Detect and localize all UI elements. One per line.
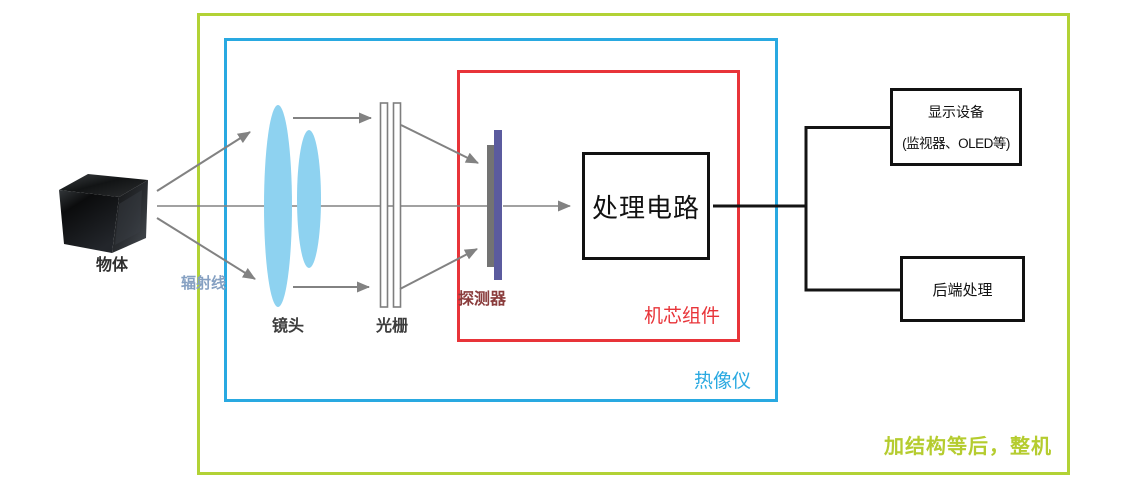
- processing-circuit-label: 处理电路: [591, 192, 700, 223]
- display-device-line1: 显示设备: [928, 103, 984, 120]
- cube-front-face: [59, 190, 119, 253]
- detector-bar: [494, 130, 502, 280]
- detector-label: 探测器: [458, 291, 507, 308]
- grating-slab-1: [379, 102, 389, 308]
- whole-machine-label: 加结构等后，整机: [884, 436, 1052, 458]
- thermal-imager-label: 热像仪: [694, 371, 752, 392]
- object-cube: [59, 174, 148, 253]
- grating-label: 光栅: [376, 318, 409, 335]
- grating-detector-lower-arrow: [399, 248, 478, 290]
- detector-substrate: [487, 145, 494, 267]
- ray-upper-arrow: [156, 131, 251, 192]
- lens-small: [297, 130, 321, 268]
- grating-detector-upper-arrow: [400, 124, 479, 164]
- grating-slab-2: [392, 102, 402, 308]
- cube-top-face: [59, 174, 148, 197]
- lens-large: [264, 105, 292, 307]
- object-label: 物体: [96, 257, 129, 274]
- cube-inner-sheen: [115, 190, 142, 245]
- thermal-imager-frame: [224, 38, 778, 402]
- output-branch-connectors: [713, 126, 900, 292]
- cube-right-face: [112, 180, 148, 253]
- display-device-line2: (监视器、OLED等): [902, 136, 1010, 152]
- ray-lower-arrow: [156, 217, 256, 280]
- backend-processing-label: 后端处理: [932, 281, 993, 299]
- lens-label: 镜头: [272, 318, 305, 335]
- backend-processing-box: 后端处理: [900, 256, 1025, 322]
- radiation-label: 辐射线: [181, 275, 227, 292]
- display-device-box: 显示设备 (监视器、OLED等): [890, 88, 1022, 166]
- processing-circuit-box: 处理电路: [582, 152, 710, 260]
- core-module-label: 机芯组件: [644, 306, 721, 327]
